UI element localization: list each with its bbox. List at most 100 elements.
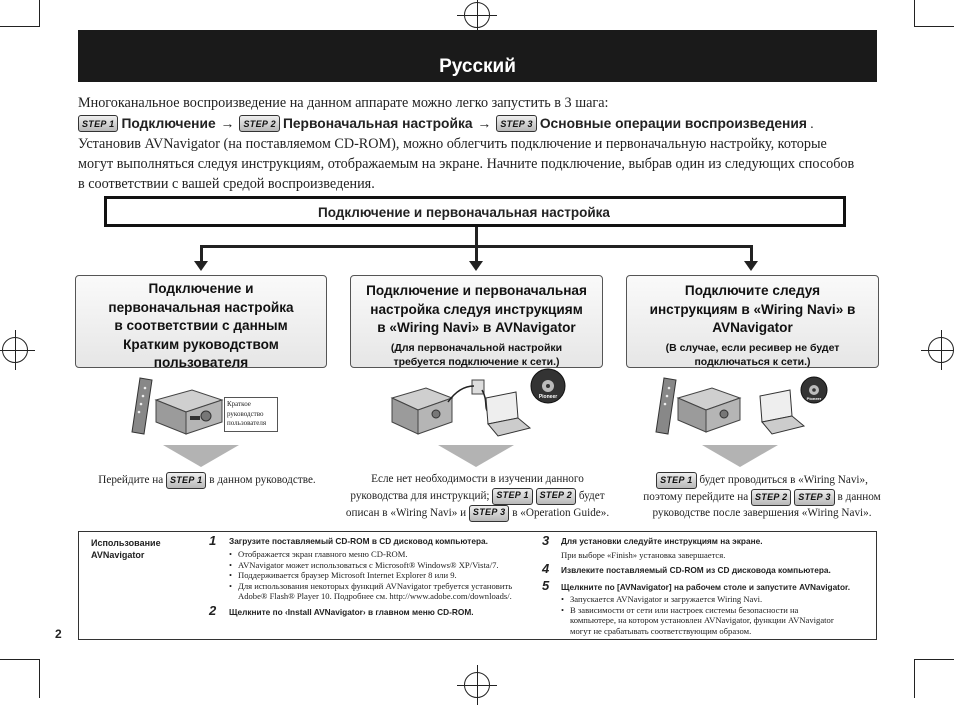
arrow-symbol: → [477,115,492,131]
receiver-icon [676,387,742,433]
option-3-line-2: инструкциям в «Wiring Navi» в [649,301,856,317]
step-2-heading: Щелкните по ‹Install AVNavigator› в глав… [229,607,474,617]
step3-badge: STEP 3 [794,489,835,506]
step-3-block: Для установки следуйте инструкциям на эк… [561,536,871,561]
arrowhead-left [194,261,208,271]
remote-control-icon [131,377,153,435]
down-arrow-3 [702,445,778,467]
instructions-label: Использование AVNavigator [91,537,161,561]
option-2-line-1: Подключение и первоначальная [366,283,587,298]
option-1-line-5: пользователя [153,355,249,370]
step1-badge: STEP 1 [492,487,533,505]
option-1-line-3: в соответствии с данным [114,318,288,333]
caption-3-line-2-post: в данном [837,491,881,504]
registration-mark-left [0,330,35,370]
cd-brand-text: Pioneer [539,394,557,400]
instructions-label-line-1: Использование [91,538,161,548]
manual-label-line-3: пользователя [227,419,267,427]
caption-option-3: STEP 1 будет проводиться в «Wiring Navi»… [631,472,893,522]
step-5-bullet-2: В зависимости от сети или настроек систе… [561,605,871,637]
step2-badge: STEP 2 [239,115,280,132]
step3-badge: STEP 3 [496,115,537,132]
step-number-5: 5 [542,578,550,593]
step1-badge: STEP 1 [78,115,119,132]
step2-badge: STEP 2 [750,489,792,506]
option-3-note-2: подключаться к сети.) [694,355,811,368]
caption-option-2: Есле нет необходимости в изучении данног… [345,472,610,522]
page-number: 2 [55,627,62,641]
caption-2-line-1: Есле нет необходимости в изучении данног… [371,473,584,485]
caption-3-line-3: руководстве после завершения «Wiring Nav… [652,507,872,519]
instructions-label-line-2: AVNavigator [91,550,145,560]
option-1-line-4: Кратким руководством [123,336,279,352]
step2-text: Первоначальная настройка [282,115,473,131]
cd-rom-icon: Pioneer [530,368,566,404]
connector-vertical-main [475,227,478,247]
intro-line-4: могут выполняться следуя инструкциям, от… [78,156,855,172]
steps-summary: STEP 1 Подключение → STEP 2 Первоначальн… [78,113,878,134]
illustration-receiver-manual [131,377,224,435]
intro-line-5: в соответствии с вашей средой воспроизве… [78,176,375,192]
down-arrow-1 [163,445,239,467]
step-number-1: 1 [209,533,217,548]
step-4-heading: Извлеките поставляемый CD-ROM из CD диск… [561,565,831,575]
registration-mark-top [457,0,497,35]
step-3-heading: Для установки следуйте инструкциям на эк… [561,536,763,546]
arrowhead-center [469,261,483,271]
remote-control-icon [655,377,677,435]
step-1-bullet-4: Для использования некоторых функций AVNa… [229,581,529,602]
cd-rom-icon: Pioneer [800,376,828,404]
manual-booklet-icon: Краткое руководство пользователя [224,397,278,432]
step-1-bullet-2: AVNavigator может использоваться с Micro… [229,560,529,571]
step1-badge: STEP 1 [165,472,207,489]
option-2-line-3: в «Wiring Navi» в AVNavigator [377,320,576,335]
option-3-note-1: (В случае, если ресивер не будет [665,341,840,354]
step1-badge: STEP 1 [656,472,697,489]
caption-option-1: Перейдите на STEP 1 в данном руководстве… [82,472,332,489]
step1-text: Подключение [121,115,216,131]
manual-label-line-1: Краткое [227,400,251,408]
step-3-text: При выборе «Finish» установка завершаетс… [561,550,726,560]
connector-center [475,245,478,263]
option-box-manual: Подключение и первоначальная настройка в… [75,275,327,370]
step2-badge: STEP 2 [535,487,577,505]
intro-line-3: Установив AVNavigator (на поставляемом C… [78,136,827,152]
router-icon [471,379,485,395]
step-5-heading: Щелкните по [AVNavigator] на рабочем сто… [561,582,851,592]
step-5-bullet-2-line-1: В зависимости от сети или настроек систе… [570,604,799,615]
step-number-4: 4 [542,561,550,576]
caption-2-line-3-post: в «Operation Guide». [512,506,610,519]
connector-left [200,245,203,263]
intro-line-1: Многоканальное воспроизведение на данном… [78,95,609,111]
caption-3-line-2-pre: поэтому перейдите на [643,491,749,504]
language-banner [78,30,877,82]
step-1-bullet-3: Поддерживается браузер Microsoft Interne… [229,570,529,581]
step-1-bullet-4-line-1: Для использования некоторых функций AVNa… [238,580,513,591]
illustration-offline-setup: Pioneer [655,376,828,435]
option-1-line-1: Подключение и [148,281,254,296]
step-5-bullet-2-line-3: могут не срабатывать соответствующим обр… [570,625,752,636]
receiver-icon [390,387,454,435]
step-number-2: 2 [209,603,217,618]
intro-text: Многоканальное воспроизведение на данном… [78,93,878,194]
caption-2-line-2-pre: руководства для инструкций; [350,489,490,502]
step3-text: Основные операции воспроизведения [539,115,807,131]
step-5-bullet-1: Запускается AVNavigator и загружается Wi… [561,594,871,605]
arrowhead-right [744,261,758,271]
caption-2-line-3-pre: описан в «Wiring Navi» и [345,506,467,519]
manual-label-line-2: руководство [227,409,264,418]
down-arrow-2 [438,445,514,467]
option-box-no-network: Подключите следуя инструкциям в «Wiring … [626,275,879,368]
option-2-note-2: требуется подключение к сети.) [393,355,560,368]
flow-top-box: Подключение и первоначальная настройка [104,196,846,227]
illustration-network-setup: Pioneer [390,368,566,437]
registration-mark-bottom [457,665,497,705]
option-3-line-1: Подключите следуя [684,283,821,298]
option-box-network: Подключение и первоначальная настройка с… [350,275,603,368]
step3-badge: STEP 3 [468,504,510,522]
step-1-block: Загрузите поставляемый CD-ROM в CD диско… [229,536,529,602]
cd-brand-text: Pioneer [807,396,822,401]
registration-mark-right [921,330,954,370]
connector-right [750,245,753,263]
option-2-line-2: настройка следуя инструкциям [370,301,583,317]
